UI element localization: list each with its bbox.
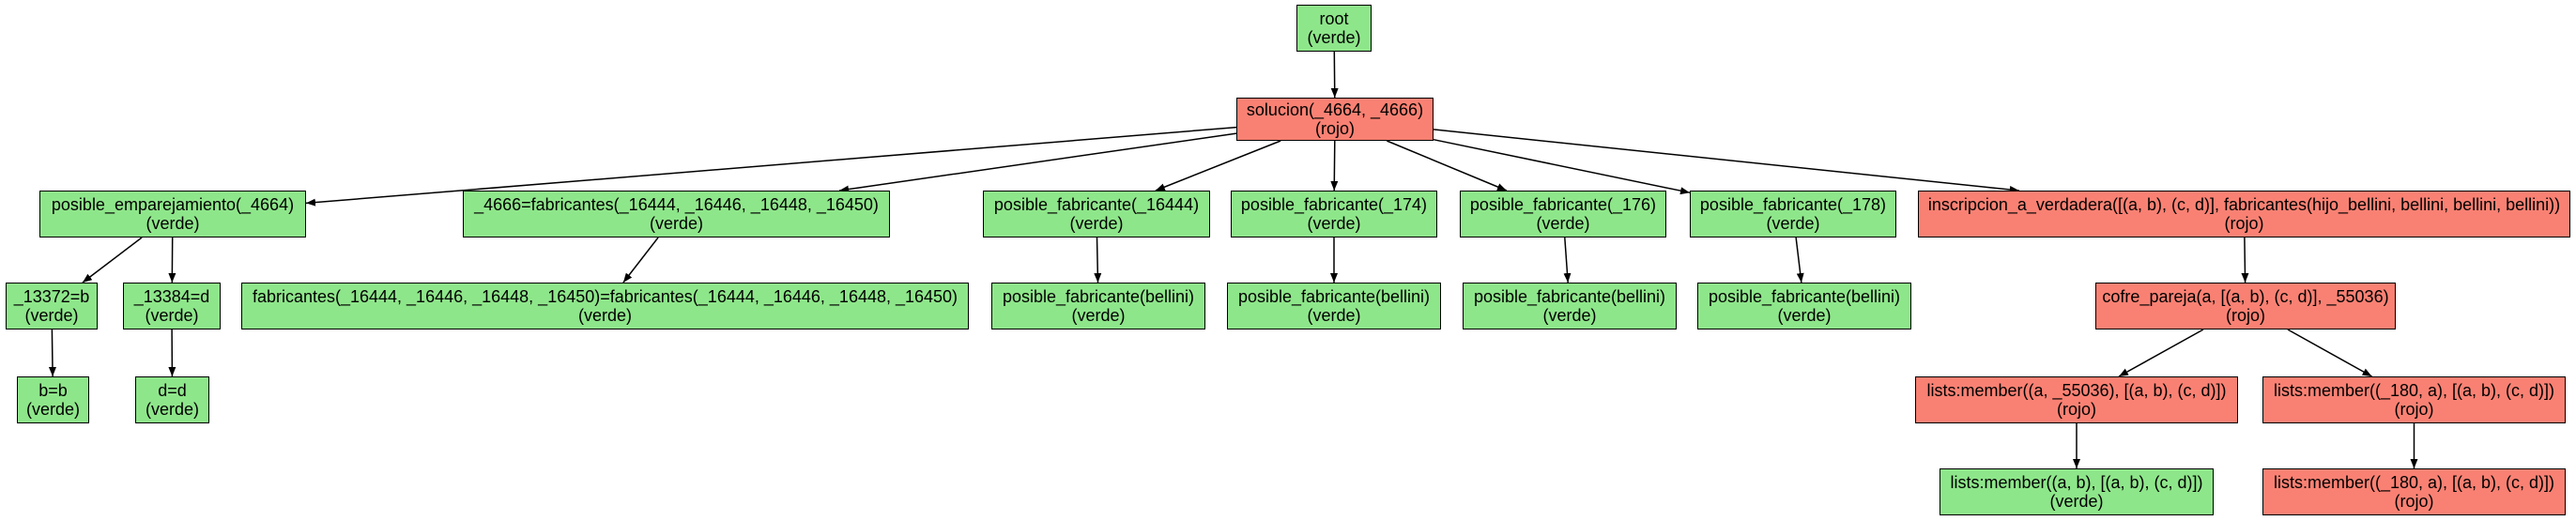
node-label: root <box>1319 9 1349 28</box>
node-solucion: solucion(_4664, _4666) (rojo) <box>1236 98 1434 141</box>
node-label: d=d <box>158 381 187 400</box>
edge-cofre-to-member_180 <box>2287 329 2372 377</box>
node-eq-13372: _13372=b (verde) <box>6 283 98 329</box>
node-status: (verde) <box>1071 306 1126 325</box>
node-label: posible_fabricante(_178) <box>1699 195 1887 214</box>
node-status: (verde) <box>1777 306 1832 325</box>
node-label: posible_fabricante(_176) <box>1469 195 1657 214</box>
node-inscripcion-a-verdadera: inscripcion_a_verdadera([(a, b), (c, d)]… <box>1918 191 2570 238</box>
node-b-eq-b: b=b (verde) <box>17 376 89 423</box>
node-label: lists:member((a, _55036), [(a, b), (c, d… <box>1926 381 2227 400</box>
node-root: root (verde) <box>1296 5 1372 52</box>
node-label: lists:member((_180, a), [(a, b), (c, d)]… <box>2273 381 2555 400</box>
edge-pf_176-to-pfb_3 <box>1563 237 1572 283</box>
node-label: solucion(_4664, _4666) <box>1246 100 1424 119</box>
node-posible-fabricante-bellini-1: posible_fabricante(bellini) (verde) <box>991 283 1205 329</box>
node-label: posible_fabricante(bellini) <box>1237 287 1431 306</box>
node-status: (rojo) <box>1314 119 1355 138</box>
node-label: posible_fabricante(bellini) <box>1708 287 1901 306</box>
node-label: posible_emparejamiento(_4664) <box>51 195 295 214</box>
node-label: _13372=b <box>13 287 90 306</box>
node-posible-fabricante-178: posible_fabricante(_178) (verde) <box>1690 191 1896 238</box>
edge-eq_fabricantes-to-fabricantes_unify <box>622 237 659 283</box>
node-member-a-b: lists:member((a, b), [(a, b), (c, d)]) (… <box>1940 468 2214 515</box>
edge-solucion-to-pf_174 <box>1330 140 1339 192</box>
node-status: (rojo) <box>2224 214 2264 233</box>
edge-pf_178-to-pfb_4 <box>1795 237 1804 283</box>
node-label: posible_fabricante(_174) <box>1240 195 1428 214</box>
node-posible-fabricante-174: posible_fabricante(_174) (verde) <box>1231 191 1437 238</box>
node-status: (verde) <box>1766 214 1820 233</box>
node-posible-fabricante-16444: posible_fabricante(_16444) (verde) <box>983 191 1210 238</box>
node-status: (verde) <box>1307 214 1361 233</box>
node-label: lists:member((_180, a), [(a, b), (c, d)]… <box>2273 473 2555 492</box>
node-status: (verde) <box>1307 28 1361 47</box>
node-label: posible_fabricante(bellini) <box>1002 287 1195 306</box>
node-status: (verde) <box>24 306 79 325</box>
node-status: (verde) <box>1536 214 1590 233</box>
node-member-a-55036: lists:member((a, _55036), [(a, b), (c, d… <box>1915 376 2238 423</box>
node-label: fabricantes(_16444, _16446, _16448, _164… <box>252 287 958 306</box>
node-label: cofre_pareja(a, [(a, b), (c, d)], _55036… <box>2102 287 2389 306</box>
node-member-180-a: lists:member((_180, a), [(a, b), (c, d)]… <box>2262 376 2566 423</box>
node-posible-fabricante-bellini-2: posible_fabricante(bellini) (verde) <box>1227 283 1441 329</box>
node-label: posible_fabricante(bellini) <box>1473 287 1666 306</box>
node-status: (verde) <box>25 400 80 419</box>
node-label: b=b <box>38 381 68 400</box>
node-posible-fabricante-176: posible_fabricante(_176) (verde) <box>1460 191 1666 238</box>
node-label: posible_fabricante(_16444) <box>993 195 1200 214</box>
node-status: (verde) <box>577 306 632 325</box>
edge-solucion-to-pf_176 <box>1387 140 1508 192</box>
node-status: (verde) <box>1542 306 1597 325</box>
edge-cofre-to-member_a <box>2118 329 2204 377</box>
node-status: (verde) <box>145 400 199 419</box>
node-fabricantes-unify: fabricantes(_16444, _16446, _16448, _164… <box>241 283 969 329</box>
node-posible-emparejamiento: posible_emparejamiento(_4664) (verde) <box>39 191 306 238</box>
node-label: inscripcion_a_verdadera([(a, b), (c, d)]… <box>1927 195 2561 214</box>
node-status: (verde) <box>145 306 199 325</box>
node-status: (verde) <box>649 214 703 233</box>
node-status: (rojo) <box>2056 400 2096 419</box>
edge-pf_16444-to-pfb_1 <box>1094 237 1102 283</box>
edge-solucion-to-inscripcion <box>1433 129 2019 193</box>
edge-posible_emparejamiento-to-eq_13372 <box>82 237 143 283</box>
node-cofre-pareja: cofre_pareja(a, [(a, b), (c, d)], _55036… <box>2095 283 2396 329</box>
node-d-eq-d: d=d (verde) <box>135 376 209 423</box>
node-status: (verde) <box>1307 306 1361 325</box>
node-member-180-a-child: lists:member((_180, a), [(a, b), (c, d)]… <box>2262 468 2566 515</box>
node-status: (rojo) <box>2394 400 2434 419</box>
node-status: (verde) <box>146 214 200 233</box>
node-status: (verde) <box>2049 492 2104 511</box>
node-eq-fabricantes: _4666=fabricantes(_16444, _16446, _16448… <box>463 191 890 238</box>
edge-solucion-to-pf_16444 <box>1155 140 1281 192</box>
edge-solucion-to-eq_fabricantes <box>838 132 1237 193</box>
node-status: (verde) <box>1069 214 1124 233</box>
edge-eq_13372-to-b_eq_b <box>48 329 56 377</box>
node-status: (rojo) <box>2225 306 2265 325</box>
edge-solucion-to-posible_emparejamiento <box>305 126 1237 207</box>
edge-root-to-solucion <box>1330 51 1339 99</box>
edge-solucion-to-pf_178 <box>1433 138 1691 195</box>
node-posible-fabricante-bellini-4: posible_fabricante(bellini) (verde) <box>1697 283 1911 329</box>
node-label: _4666=fabricantes(_16444, _16446, _16448… <box>474 195 879 214</box>
node-label: lists:member((a, b), [(a, b), (c, d)]) <box>1950 473 2203 492</box>
node-status: (rojo) <box>2394 492 2434 511</box>
node-label: _13384=d <box>133 287 210 306</box>
node-posible-fabricante-bellini-3: posible_fabricante(bellini) (verde) <box>1463 283 1677 329</box>
node-eq-13384: _13384=d (verde) <box>123 283 221 329</box>
edge-inscripcion-to-cofre <box>2241 237 2249 283</box>
